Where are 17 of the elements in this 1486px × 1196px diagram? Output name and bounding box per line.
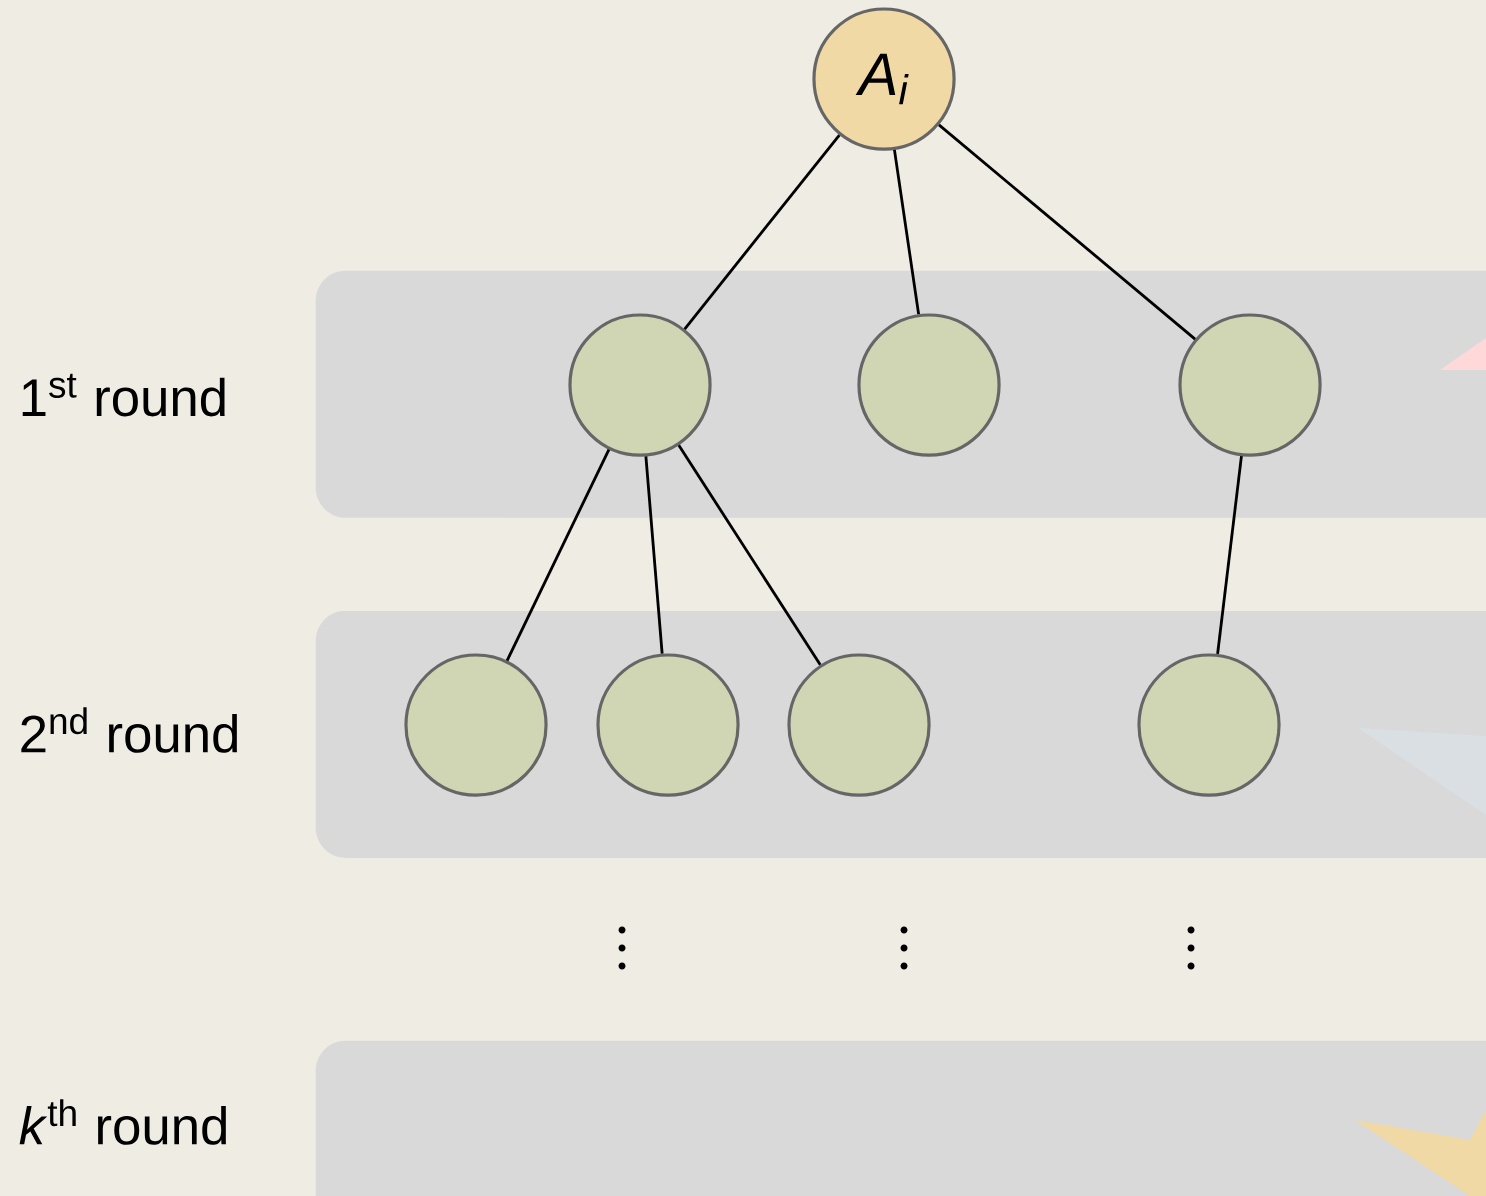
round-label: 1$^{st}$ round bbox=[22, 373, 225, 417]
connector-line bbox=[683, 134, 841, 330]
connector-line bbox=[505, 448, 611, 662]
connector-line bbox=[644, 456, 664, 654]
tree-node-circle bbox=[787, 653, 931, 797]
connector-line bbox=[893, 149, 920, 315]
round-label: k$^{th}$ round bbox=[19, 1099, 226, 1145]
connector-line bbox=[938, 123, 1196, 341]
tree-node-circle bbox=[404, 653, 548, 797]
connector-line bbox=[677, 444, 822, 666]
round-label: 2$^{nd}$ round bbox=[21, 707, 237, 753]
tree-node-circle bbox=[1178, 313, 1322, 457]
tree-node-circle bbox=[857, 313, 1001, 457]
tree-node-circle bbox=[568, 313, 712, 457]
tree-node-circle bbox=[596, 653, 740, 797]
tree-node-circle bbox=[1137, 653, 1281, 797]
connector-line bbox=[1216, 455, 1243, 655]
